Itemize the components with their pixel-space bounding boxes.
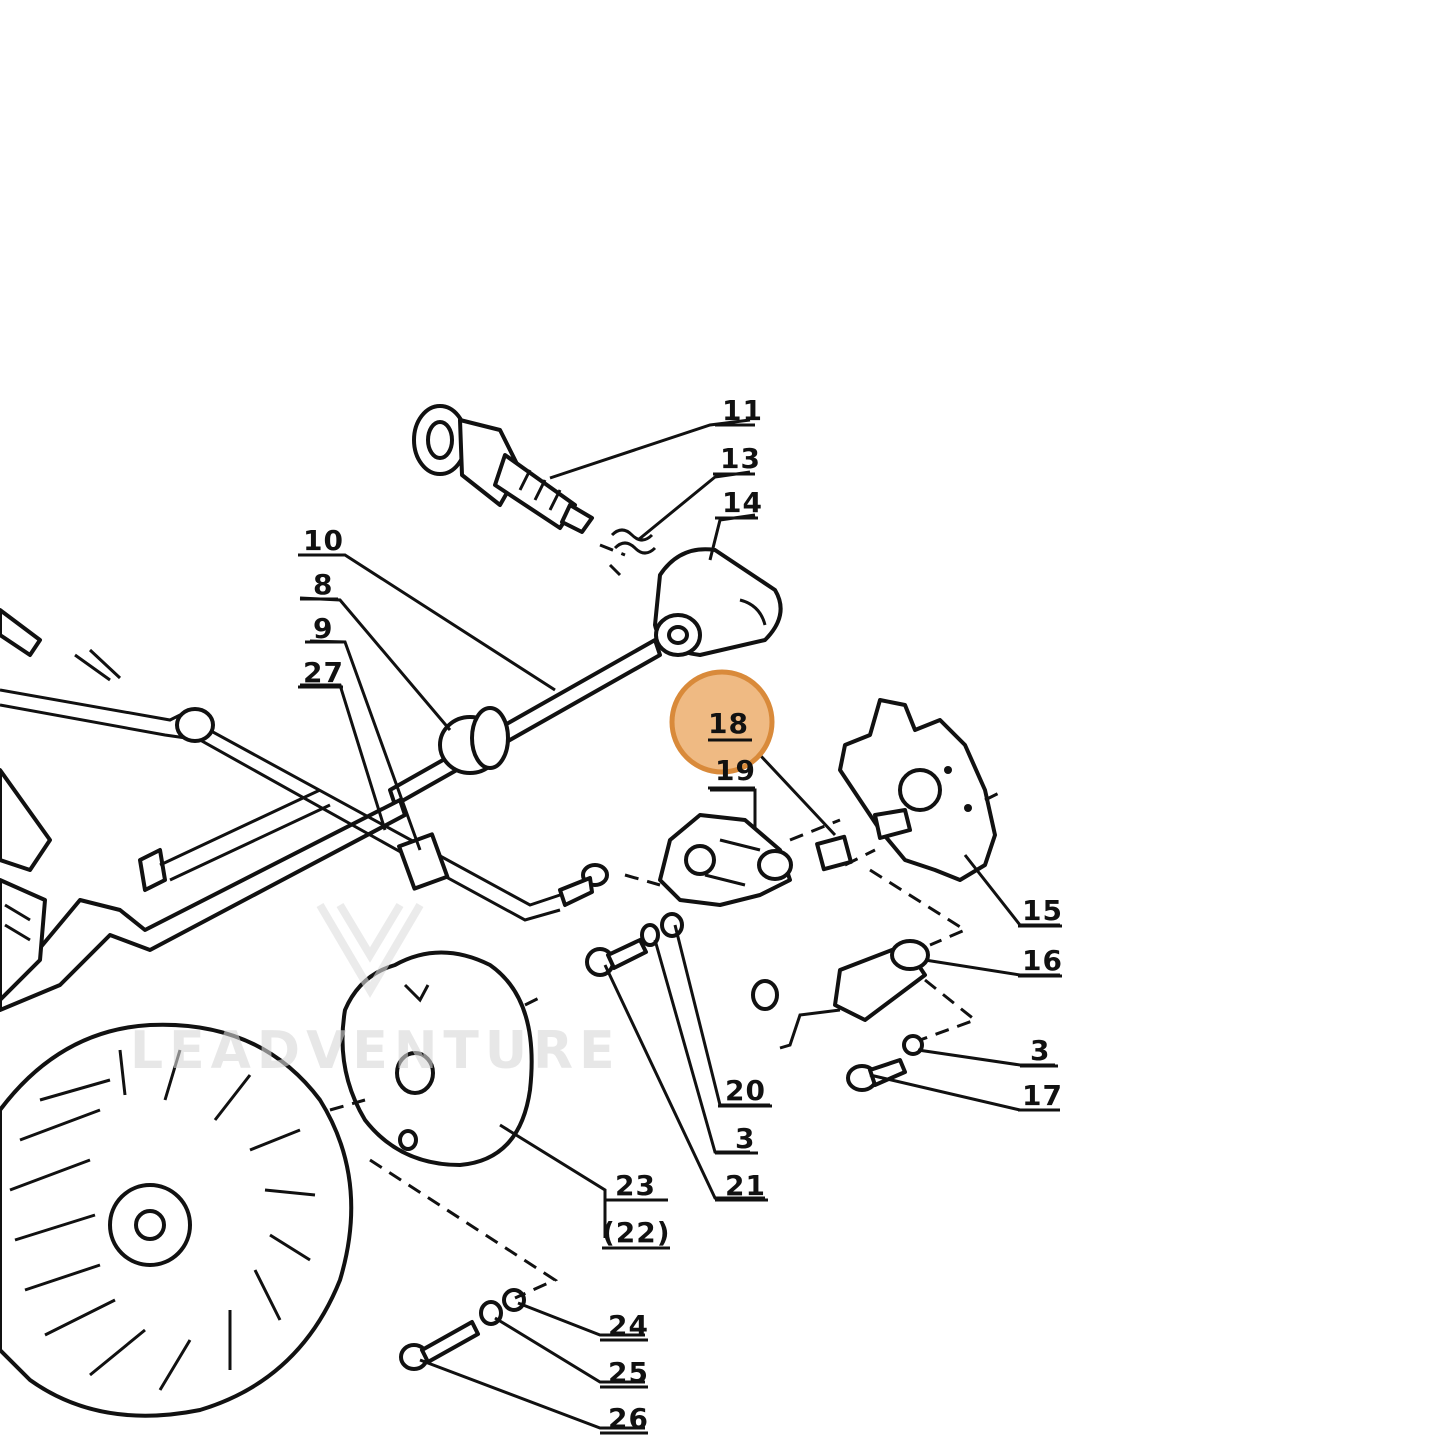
highlight-marker[interactable]: [669, 669, 775, 775]
part-23-flywheel-cover: [340, 950, 534, 1167]
label-24: 24: [608, 1309, 649, 1342]
watermark: LEADVENTURE: [130, 902, 621, 1081]
flywheel-fan: [0, 1022, 354, 1418]
part-19-module: [658, 813, 793, 907]
label-11: 11: [722, 394, 763, 427]
label-3-left: 3: [735, 1122, 755, 1155]
label-9: 9: [313, 612, 333, 645]
label-20: 20: [725, 1074, 766, 1107]
part-11-connector: [412, 404, 594, 534]
part-26-bolt: [399, 1288, 526, 1371]
label-25: 25: [608, 1356, 649, 1389]
label-15: 15: [1022, 894, 1063, 927]
label-26: 26: [608, 1402, 649, 1435]
label-13: 13: [720, 442, 761, 475]
label-10: 10: [303, 524, 344, 557]
part-13-spring: [608, 528, 657, 577]
label-27: 27: [303, 656, 344, 689]
assembly-dash-lines: [329, 543, 1006, 1300]
engine-body-fragment: [0, 768, 52, 1002]
part-10-cable: [0, 638, 662, 1012]
label-23: 23: [615, 1169, 656, 1202]
label-8: 8: [313, 568, 333, 601]
label-17: 17: [1022, 1079, 1063, 1112]
part-8-grommet: [438, 706, 510, 775]
part-14-cap: [653, 547, 783, 657]
part-18-nut: [815, 834, 853, 872]
part-16-condenser: [751, 939, 930, 1050]
label-21: 21: [725, 1169, 766, 1202]
watermark-text: LEADVENTURE: [130, 1021, 621, 1081]
label-18: 18: [708, 707, 749, 740]
label-14: 14: [722, 486, 763, 519]
part-21-bolt: [585, 912, 684, 977]
label-16: 16: [1022, 944, 1063, 977]
part-15-plate: [838, 698, 997, 882]
part-17-bolt: [846, 1034, 924, 1092]
label-22: (22): [602, 1216, 671, 1249]
label-19: 19: [715, 754, 756, 787]
part-labels: 11 13 14 10 8 9 27 18 19 15 16 3 17 20 3…: [298, 394, 1063, 1435]
label-3-right: 3: [1030, 1034, 1050, 1067]
